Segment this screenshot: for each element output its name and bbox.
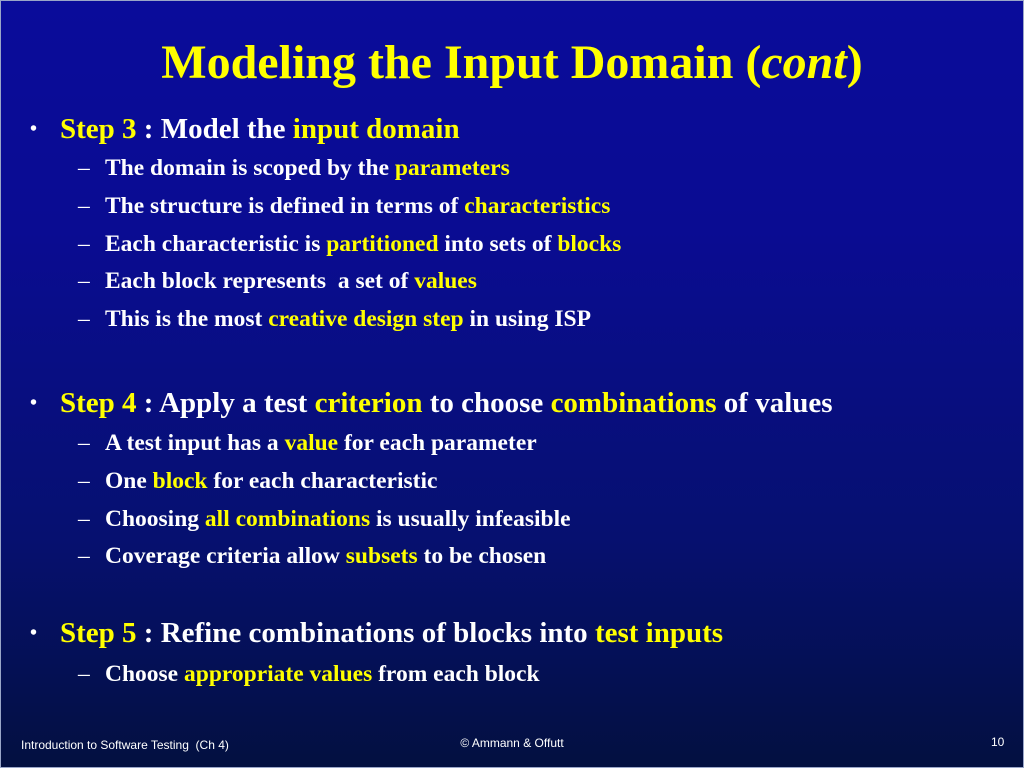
dash-glyph: –: [78, 268, 90, 294]
slide-title-italic: cont: [761, 36, 847, 89]
sub-text: Each block represents a set of values: [105, 268, 477, 294]
sub-text: Choose appropriate values from each bloc…: [105, 661, 540, 687]
bullet-dot: •: [30, 392, 38, 414]
dash-glyph: –: [78, 193, 90, 219]
dash-glyph: –: [78, 543, 90, 569]
bullet-text: Step 5 : Refine combinations of blocks i…: [60, 617, 724, 649]
sub-text: The domain is scoped by the parameters: [105, 155, 510, 181]
dash-glyph: –: [78, 231, 90, 257]
dash-glyph: –: [78, 661, 90, 687]
sub-text: One block for each characteristic: [105, 468, 438, 494]
sub-text: This is the most creative design step in…: [105, 306, 591, 332]
bullet-text: Step 3 : Model the input domain: [60, 113, 460, 145]
footer-page-number: 10: [991, 735, 1005, 749]
dash-glyph: –: [78, 506, 90, 532]
slide-title-close: ): [846, 36, 863, 89]
slide-title-main: Modeling the Input Domain (: [161, 36, 762, 89]
slide-title: Modeling the Input Domain (cont): [1, 33, 1023, 93]
sub-text: Each characteristic is partitioned into …: [105, 231, 622, 257]
dash-glyph: –: [78, 155, 90, 181]
dash-glyph: –: [78, 306, 90, 332]
dash-glyph: –: [78, 430, 90, 456]
sub-text: Coverage criteria allow subsets to be ch…: [105, 543, 547, 569]
bullet-dot: •: [30, 118, 38, 140]
dash-glyph: –: [78, 468, 90, 494]
footer-course-title: Introduction to Software Testing (Ch 4): [21, 738, 229, 752]
bullet-dot: •: [30, 622, 38, 644]
bullet-text: Step 4 : Apply a test criterion to choos…: [60, 387, 833, 419]
sub-text: The structure is defined in terms of cha…: [105, 193, 611, 219]
sub-text: Choosing all combinations is usually inf…: [105, 506, 571, 532]
sub-text: A test input has a value for each parame…: [105, 430, 537, 456]
footer-copyright: © Ammann & Offutt: [460, 736, 564, 750]
